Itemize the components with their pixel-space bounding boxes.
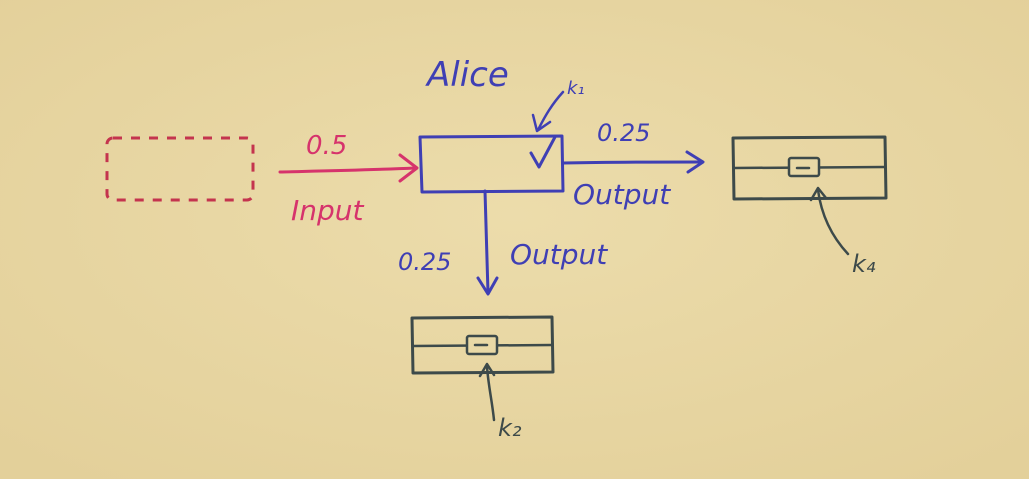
- k4-label: k₄: [852, 250, 876, 278]
- input-arrow: [278, 153, 419, 183]
- alice-transaction-box: [418, 134, 565, 194]
- previous-output-dashed-box: [105, 136, 255, 202]
- right-output-label: Output: [573, 178, 671, 211]
- down-output-label: Output: [510, 238, 608, 271]
- right-output-arrow: [562, 150, 705, 174]
- check-mark-icon: [529, 135, 557, 169]
- right-output-value-label: 0.25: [597, 119, 650, 147]
- input-label: Input: [291, 194, 365, 227]
- input-value-label: 0.5: [306, 131, 347, 161]
- down-output-arrow: [476, 189, 499, 296]
- k4-pointer-arrow: [809, 186, 850, 256]
- k1-pointer-arrow: [531, 90, 565, 133]
- k1-label: k₁: [567, 78, 585, 99]
- k2-label: k₂: [498, 414, 522, 442]
- wallet-icon: [410, 315, 555, 375]
- k2-pointer-arrow: [478, 362, 496, 422]
- down-output-value-label: 0.25: [398, 248, 451, 276]
- wallet-icon: [731, 135, 888, 201]
- alice-label: Alice: [425, 55, 509, 95]
